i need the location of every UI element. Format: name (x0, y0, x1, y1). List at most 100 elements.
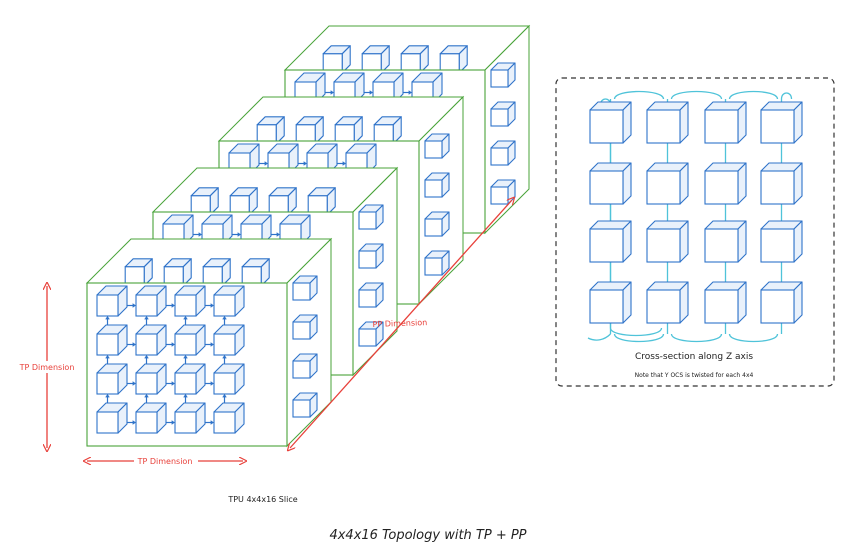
horizontal-link-head (408, 90, 412, 95)
tp-horizontal-label: TP Dimension (137, 457, 193, 466)
tpu-chip-cube (295, 116, 324, 145)
vertical-link-head (105, 394, 110, 398)
pp-label: PP Dimension (372, 318, 427, 329)
tpu-chip-cube (439, 45, 468, 74)
cross-section-cube (704, 101, 747, 144)
tpu-chip-cube (96, 363, 128, 395)
cross-section-cube (760, 101, 803, 144)
tpu-chip-cube (256, 116, 285, 145)
cross-section-cube (589, 281, 632, 324)
twist-loop-top (780, 92, 793, 100)
tpu-chip-cube (292, 353, 318, 379)
tpu-chip-cube (135, 324, 167, 356)
slice-stack (85, 24, 531, 448)
slice-caption: TPU 4x4x16 Slice (227, 495, 297, 504)
tpu-chip-cube (229, 187, 258, 216)
cross-section-border (555, 77, 835, 387)
horizontal-link-head (132, 342, 136, 347)
tp-vertical-label-bg (14, 361, 80, 373)
tpu-chip-cube (334, 116, 363, 145)
horizontal-link-head (210, 420, 214, 425)
horizontal-link-head (210, 303, 214, 308)
twist-loop-top (728, 90, 779, 100)
cross-section-cube (760, 162, 803, 205)
tpu-chip-cube (372, 72, 404, 104)
tpu-chip-cube (400, 45, 429, 74)
tpu-chip-cube (190, 187, 219, 216)
tpu-chip-cube (202, 258, 231, 287)
tpu-chip-cube (135, 402, 167, 434)
tpu-chip-cube (292, 314, 318, 340)
horizontal-link-head (342, 161, 346, 166)
tpu-chip-cube (490, 62, 516, 88)
tpu-slice-1 (85, 237, 333, 448)
cross-section-cube (589, 101, 632, 144)
tpu-chip-cube (213, 363, 245, 395)
horizontal-link-head (276, 232, 280, 237)
vertical-link-head (105, 316, 110, 320)
tpu-chip-cube (96, 324, 128, 356)
cross-section-cube (646, 220, 689, 263)
tpu-chip-cube (424, 133, 450, 159)
tpu-chip-cube (424, 211, 450, 237)
tpu-chip-cube (96, 285, 128, 317)
horizontal-link-head (198, 232, 202, 237)
horizontal-link-head (132, 303, 136, 308)
tp-vertical-label: TP Dimension (19, 363, 75, 372)
horizontal-link-head (132, 381, 136, 386)
vertical-link-head (222, 394, 227, 398)
tpu-chip-cube (292, 275, 318, 301)
tpu-chip-cube (213, 402, 245, 434)
cross-section-cube (646, 101, 689, 144)
tpu-chip-cube (135, 285, 167, 317)
figure-caption: 4x4x16 Topology with TP + PP (329, 528, 526, 543)
tpu-chip-cube (135, 363, 167, 395)
tpu-chip-cube (213, 324, 245, 356)
cross-section-cube (704, 281, 747, 324)
tpu-chip-cube (292, 392, 318, 418)
tpu-chip-cube (124, 258, 153, 287)
twist-loop-bottom (728, 333, 779, 343)
vertical-link-head (105, 355, 110, 359)
horizontal-link-head (171, 420, 175, 425)
cross-section-title: Cross-section along Z axis (635, 352, 753, 362)
vertical-link-head (144, 394, 149, 398)
vertical-link-head (222, 355, 227, 359)
horizontal-link-head (330, 90, 334, 95)
cross-section-panel: Cross-section along Z axis Note that Y O… (555, 77, 835, 387)
cross-section-cube (760, 220, 803, 263)
tpu-chip-cube (358, 204, 384, 230)
twist-loop-bottom (613, 333, 665, 343)
tpu-chip-cube (307, 187, 336, 216)
tpu-chip-cube (361, 45, 390, 74)
tpu-chip-cube (174, 363, 206, 395)
tpu-chip-cube (241, 258, 270, 287)
horizontal-link-head (369, 90, 373, 95)
cross-section-cube (704, 162, 747, 205)
horizontal-link-head (303, 161, 307, 166)
cross-section-cube (760, 281, 803, 324)
vertical-link-head (183, 316, 188, 320)
horizontal-link-head (210, 381, 214, 386)
tpu-chip-cube (490, 140, 516, 166)
tpu-chip-cube (174, 324, 206, 356)
twist-loop-top (670, 90, 723, 100)
twist-loop-top (613, 90, 665, 100)
tpu-chip-cube (294, 72, 326, 104)
twist-line (587, 333, 611, 341)
cross-section-cube (589, 162, 632, 205)
tpu-chip-cube (268, 187, 297, 216)
horizontal-link-head (171, 303, 175, 308)
horizontal-link-head (171, 342, 175, 347)
horizontal-link-head (264, 161, 268, 166)
tpu-chip-cube (163, 258, 192, 287)
tpu-chip-cube (174, 285, 206, 317)
tpu-chip-cube (174, 402, 206, 434)
tpu-chip-cube (373, 116, 402, 145)
tp-horizontal-label-bg (134, 455, 198, 467)
cross-section-cube (589, 220, 632, 263)
cross-section-cube (704, 220, 747, 263)
tpu-chip-cube (213, 285, 245, 317)
vertical-link-head (144, 316, 149, 320)
